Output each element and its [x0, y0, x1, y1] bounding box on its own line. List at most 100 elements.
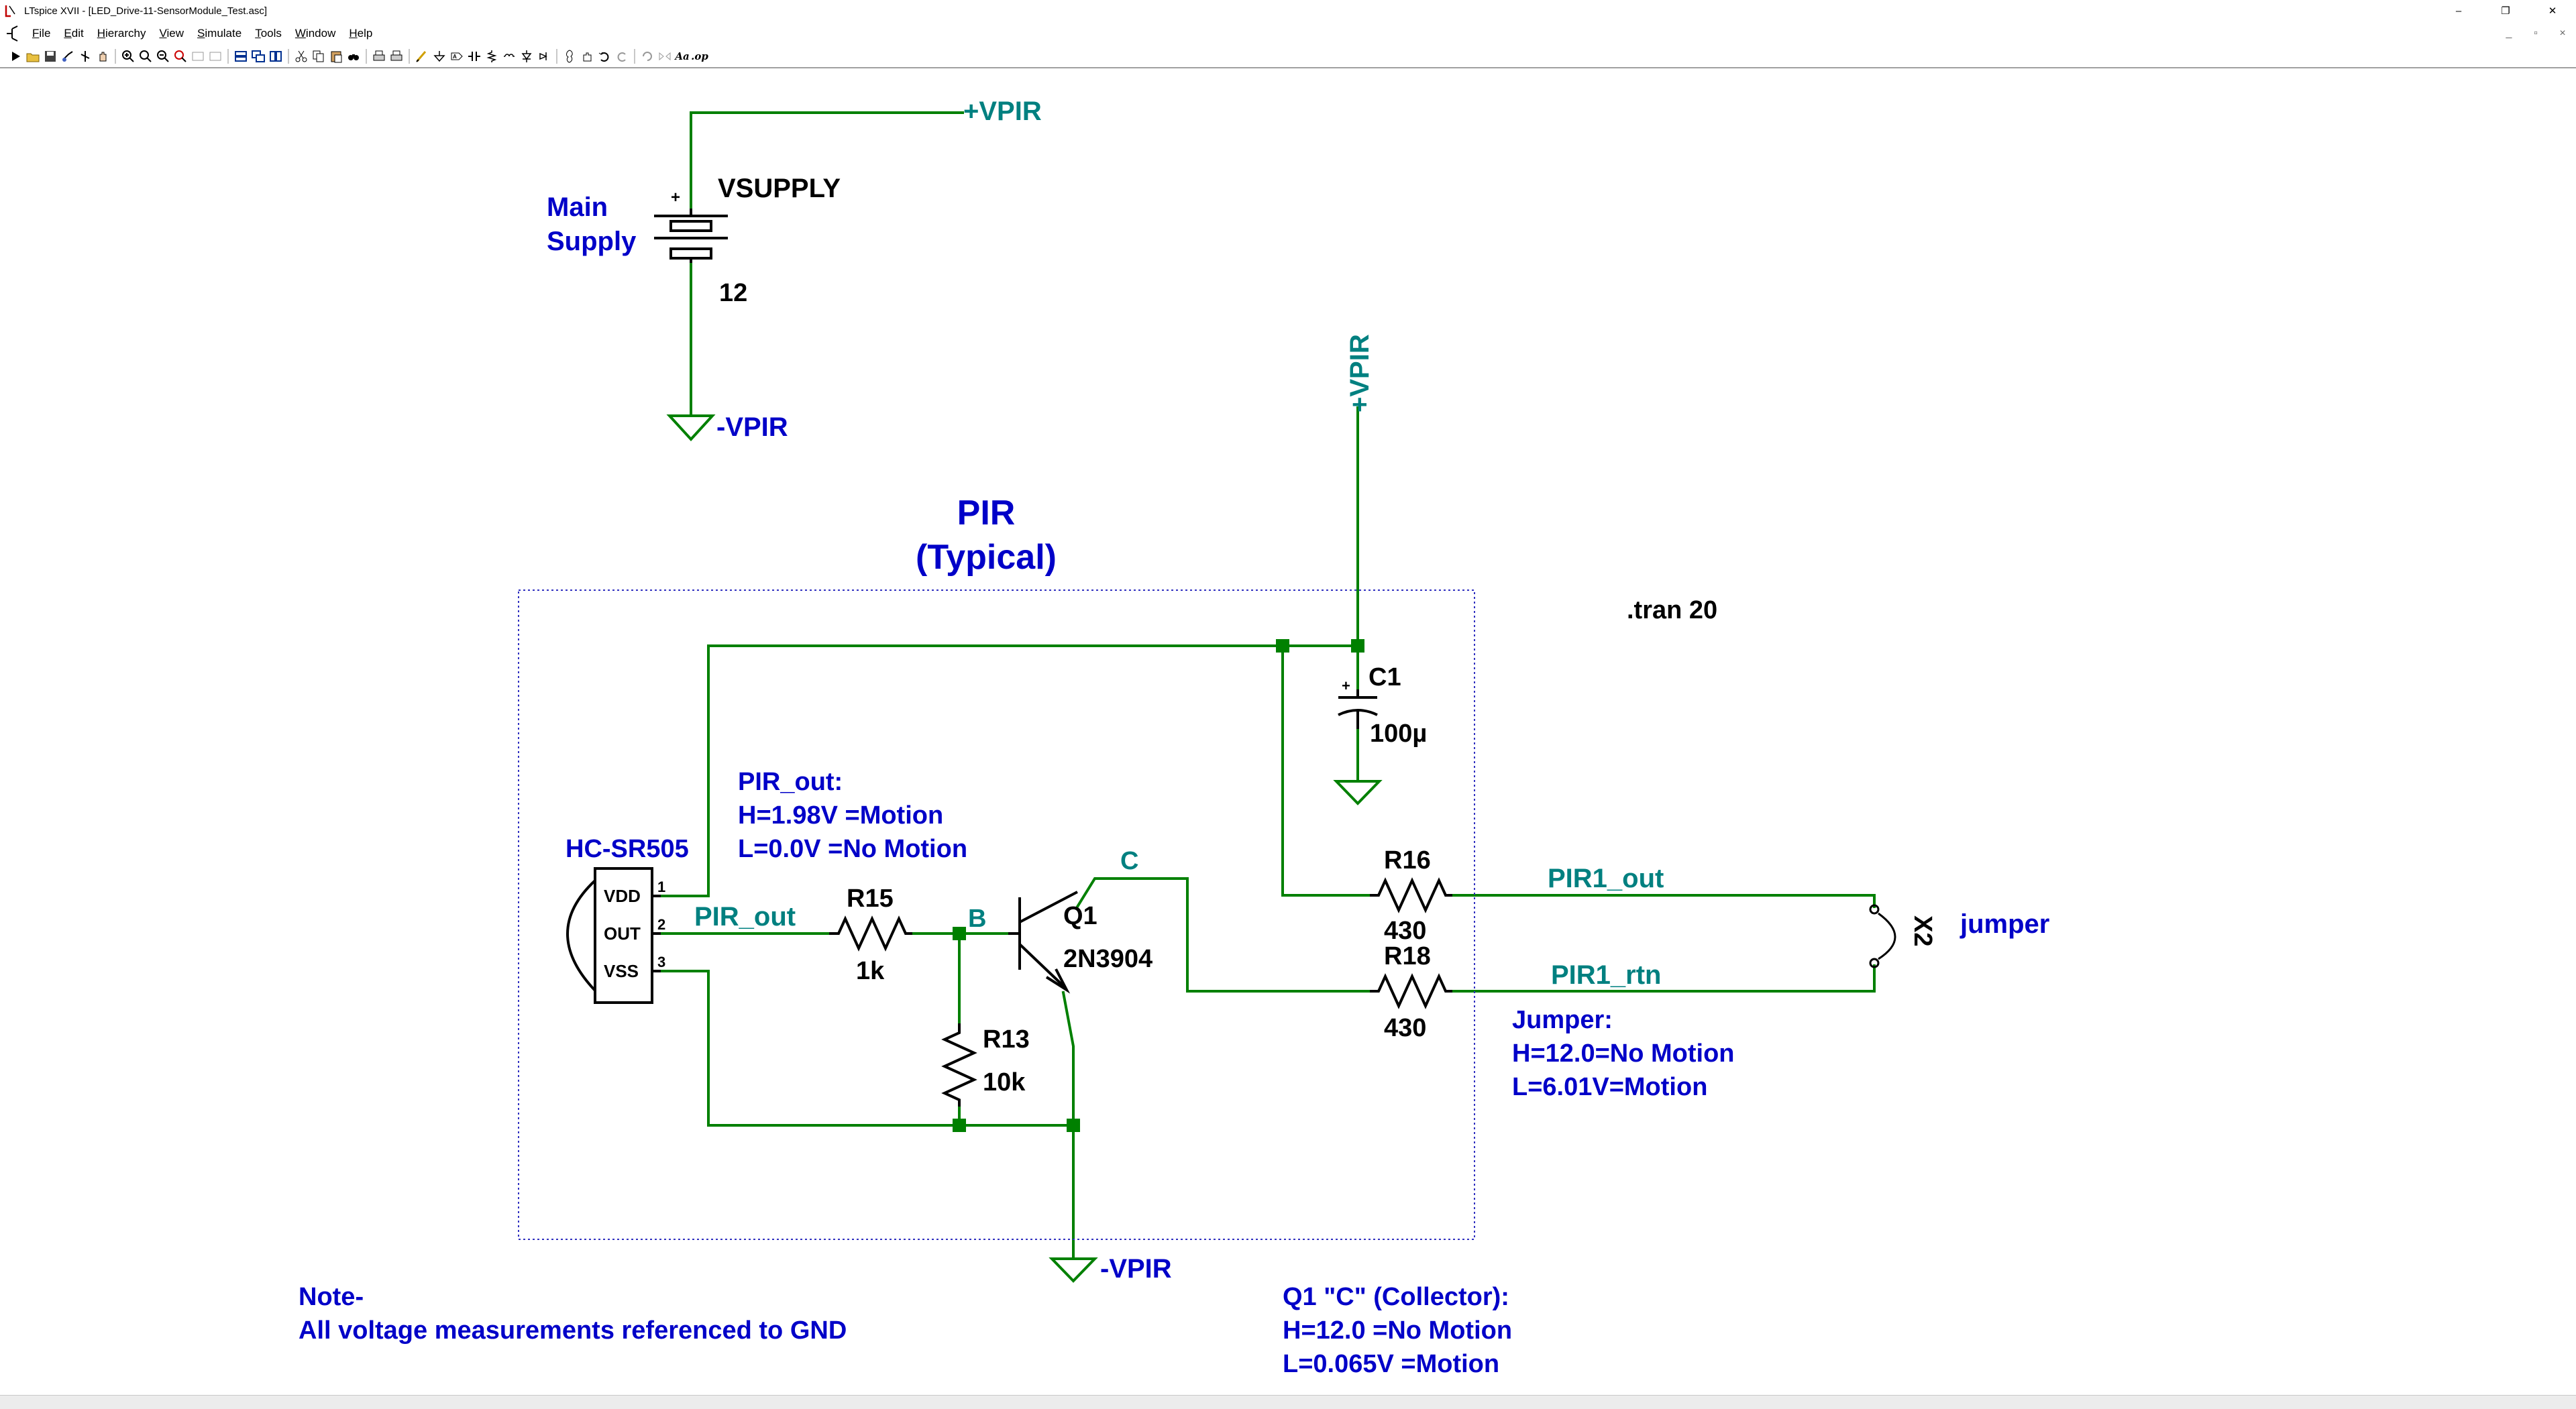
control-panel-icon[interactable] — [59, 48, 76, 65]
r18-value: 430 — [1384, 1014, 1426, 1042]
component-icon-glyph — [539, 52, 547, 60]
doc-close-button[interactable]: × — [2559, 27, 2566, 39]
doc-minimize-button[interactable]: _ — [2506, 27, 2512, 39]
transistor-q1[interactable] — [1008, 891, 1078, 994]
tile-horizontal-icon[interactable] — [232, 48, 250, 65]
label-net-icon-glyph: A — [451, 52, 463, 60]
label-net-icon[interactable]: A — [448, 48, 466, 65]
cascade-icon-glyph — [252, 50, 265, 62]
capacitor-icon[interactable] — [466, 48, 483, 65]
svg-text:A: A — [453, 54, 457, 60]
battery-plus: + — [671, 188, 680, 207]
vsupply-value: 12 — [719, 279, 747, 307]
menu-window[interactable]: Window — [294, 27, 336, 40]
zoom-in-icon[interactable] — [119, 48, 137, 65]
jumper-note-line2: H=12.0=No Motion — [1512, 1039, 1735, 1068]
resistor-icon[interactable] — [483, 48, 500, 65]
r15-value: 1k — [856, 957, 885, 985]
text-icon-label: Aa — [675, 50, 690, 62]
mirror-icon[interactable] — [656, 48, 674, 65]
capacitor-c1[interactable] — [1338, 689, 1378, 729]
zoom-out-icon[interactable] — [154, 48, 172, 65]
zoom-area-icon[interactable] — [137, 48, 154, 65]
pin-number-1: 1 — [657, 879, 665, 895]
paste-icon[interactable] — [327, 48, 345, 65]
drag-icon[interactable] — [578, 48, 596, 65]
net-label-b: B — [968, 905, 986, 933]
tile-vertical-icon[interactable] — [267, 48, 284, 65]
menu-view[interactable]: View — [159, 27, 184, 40]
pir-subtitle: (Typical) — [916, 538, 1057, 577]
net-label-pir-out: PIR_out — [694, 902, 796, 932]
title-bar: LTspice XVII - [LED_Drive-11-SensorModul… — [0, 0, 2576, 21]
net-label-neg-vpir-supply: -VPIR — [716, 412, 788, 442]
pir-sensor-module[interactable] — [566, 867, 661, 1004]
restore-button[interactable]: ❐ — [2501, 5, 2510, 17]
redo-icon[interactable] — [613, 48, 631, 65]
schematic-canvas[interactable]: + + +VP — [0, 68, 2576, 1395]
save-icon[interactable] — [42, 48, 59, 65]
schematic-doc-icon[interactable] — [3, 23, 23, 44]
cut-icon[interactable] — [292, 48, 310, 65]
run-icon[interactable] — [7, 48, 24, 65]
draw-wire-icon-glyph — [416, 51, 427, 62]
draw-wire-icon[interactable] — [413, 48, 431, 65]
menu-file[interactable]: File — [32, 27, 51, 40]
jumper-x2[interactable] — [1869, 904, 1896, 968]
r18-name: R18 — [1384, 942, 1431, 970]
text-icon[interactable]: Aa — [674, 48, 691, 65]
undo-icon[interactable] — [596, 48, 613, 65]
print-setup-icon[interactable] — [388, 48, 405, 65]
cascade-icon[interactable] — [250, 48, 267, 65]
schematic-drawing[interactable]: + + +VP — [0, 68, 2576, 1395]
r13-name: R13 — [983, 1025, 1030, 1054]
q1-model: 2N3904 — [1063, 945, 1152, 973]
spice-directive-icon[interactable]: .op — [691, 48, 708, 65]
menu-tools[interactable]: Tools — [255, 27, 282, 40]
copy-icon[interactable] — [310, 48, 327, 65]
net-label-neg-vpir-bottom: -VPIR — [1100, 1254, 1172, 1284]
menu-simulate[interactable]: Simulate — [197, 27, 242, 40]
print-icon[interactable] — [370, 48, 388, 65]
save-icon-glyph — [45, 51, 56, 62]
menu-edit[interactable]: Edit — [64, 27, 84, 40]
paste-icon-glyph — [331, 51, 342, 63]
close-button[interactable]: ✕ — [2548, 5, 2557, 17]
minimize-button[interactable]: – — [2455, 5, 2462, 17]
spice-directive-icon-label: .op — [691, 50, 708, 62]
toolbar-separator — [409, 49, 410, 64]
x2-name: X2 — [1909, 915, 1937, 946]
open-icon[interactable] — [24, 48, 42, 65]
rotate-icon[interactable] — [639, 48, 656, 65]
toolbar-separator — [288, 49, 289, 64]
autorange-icon[interactable] — [189, 48, 207, 65]
halt-icon[interactable] — [76, 48, 94, 65]
resistors[interactable] — [829, 877, 1452, 1107]
battery-vsupply[interactable] — [654, 209, 728, 263]
comment-main: Main — [547, 192, 608, 222]
jumper-note-line1: Jumper: — [1512, 1006, 1613, 1034]
r13-value: 10k — [983, 1068, 1026, 1096]
doc-restore-button[interactable]: ▫ — [2534, 27, 2538, 39]
zoom-fit-icon[interactable] — [172, 48, 189, 65]
ltspice-app-icon — [5, 5, 15, 17]
r16-value: 430 — [1384, 917, 1426, 945]
q1-note-line1: Q1 "C" (Collector): — [1283, 1283, 1509, 1311]
menu-hierarchy[interactable]: Hierarchy — [97, 27, 146, 40]
find-icon[interactable] — [345, 48, 362, 65]
zoom-back-icon[interactable] — [207, 48, 224, 65]
resistor-icon-glyph — [486, 50, 497, 62]
toolbar-separator — [366, 49, 367, 64]
inductor-icon[interactable] — [500, 48, 518, 65]
toolbar-separator — [227, 49, 229, 64]
pan-icon[interactable] — [94, 48, 111, 65]
component-icon[interactable] — [535, 48, 553, 65]
move-icon[interactable] — [561, 48, 578, 65]
ground-icon[interactable] — [431, 48, 448, 65]
diode-icon[interactable] — [518, 48, 535, 65]
pir-out-note-line2: H=1.98V =Motion — [738, 801, 943, 830]
r15-name: R15 — [847, 885, 894, 913]
menu-help[interactable]: Help — [349, 27, 373, 40]
pin-label-vdd: VDD — [604, 886, 641, 906]
c1-name: C1 — [1368, 663, 1401, 691]
